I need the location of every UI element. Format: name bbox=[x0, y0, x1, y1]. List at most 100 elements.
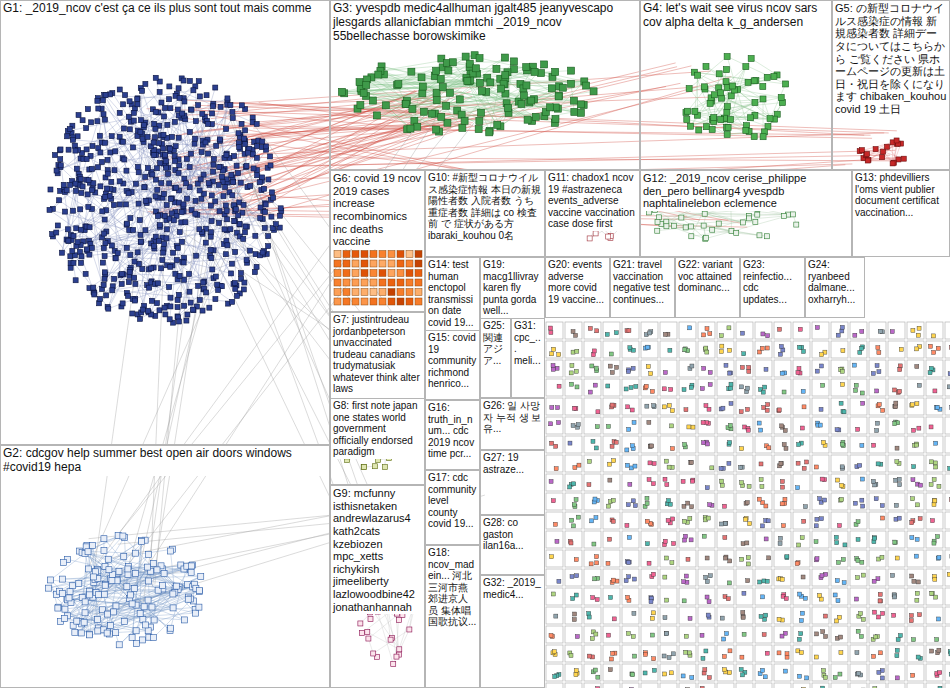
vertex bbox=[204, 290, 209, 295]
vertex bbox=[537, 70, 544, 77]
vertex bbox=[89, 120, 94, 125]
vertex bbox=[184, 156, 189, 161]
vertex bbox=[182, 99, 187, 104]
tie-line bbox=[132, 540, 141, 637]
tie-line bbox=[694, 72, 785, 84]
vertex bbox=[203, 240, 208, 245]
tie-line bbox=[67, 565, 193, 598]
vertex bbox=[140, 136, 145, 141]
tie-line bbox=[82, 574, 164, 624]
vertex bbox=[169, 134, 174, 139]
vertex bbox=[520, 92, 527, 99]
vertex bbox=[181, 617, 187, 623]
tie-line bbox=[85, 553, 129, 598]
vertex bbox=[55, 605, 61, 611]
vertex bbox=[137, 610, 143, 616]
vertex bbox=[204, 93, 209, 98]
vertex bbox=[547, 104, 554, 111]
tie-line bbox=[84, 589, 163, 622]
vertex bbox=[199, 150, 204, 155]
vertex bbox=[115, 251, 120, 256]
vertex bbox=[89, 245, 94, 250]
tie-line bbox=[358, 96, 559, 109]
vertex bbox=[87, 225, 92, 230]
vertex bbox=[122, 157, 127, 162]
vertex bbox=[79, 190, 84, 195]
vertex bbox=[568, 80, 575, 87]
vertex bbox=[62, 606, 68, 612]
tie-line bbox=[139, 140, 208, 204]
tie-line bbox=[98, 98, 129, 230]
vertex bbox=[65, 227, 70, 232]
vertex bbox=[703, 63, 709, 69]
vertex bbox=[66, 238, 71, 243]
tie-line bbox=[467, 81, 489, 131]
tie-line bbox=[228, 103, 864, 135]
vertex bbox=[198, 177, 203, 182]
vertex bbox=[175, 245, 180, 250]
vertex bbox=[138, 316, 143, 321]
vertex bbox=[216, 182, 221, 187]
vertex bbox=[254, 155, 259, 160]
vertex bbox=[719, 95, 725, 101]
vertex bbox=[251, 166, 256, 171]
vertex bbox=[125, 566, 131, 572]
tie-line bbox=[59, 200, 153, 267]
vertex bbox=[176, 319, 181, 324]
vertex bbox=[196, 588, 202, 594]
vertex bbox=[162, 241, 167, 246]
vertex bbox=[147, 285, 152, 290]
vertex bbox=[138, 130, 143, 135]
tie-line bbox=[90, 204, 145, 600]
tie-line bbox=[145, 84, 245, 232]
vertex bbox=[230, 261, 235, 266]
vertex bbox=[133, 550, 139, 556]
vertex bbox=[196, 604, 202, 610]
tie-line bbox=[110, 152, 168, 173]
vertex bbox=[168, 146, 173, 151]
tie-line bbox=[178, 179, 226, 317]
tie-line bbox=[200, 149, 250, 300]
vertex bbox=[724, 104, 730, 110]
tie-line bbox=[207, 153, 349, 342]
vertex bbox=[140, 637, 146, 643]
vertex bbox=[101, 536, 107, 542]
vertex bbox=[150, 172, 155, 177]
vertex bbox=[476, 55, 483, 62]
vertex bbox=[109, 134, 114, 139]
tie-line bbox=[58, 108, 135, 173]
vertex bbox=[141, 307, 146, 312]
vertex bbox=[263, 202, 268, 207]
tie-line bbox=[50, 210, 247, 260]
vertex bbox=[101, 282, 106, 287]
vertex bbox=[407, 125, 414, 132]
vertex bbox=[166, 171, 171, 176]
vertex bbox=[102, 231, 107, 236]
vertex bbox=[145, 166, 150, 171]
vertex bbox=[127, 269, 132, 274]
vertex bbox=[140, 616, 146, 622]
vertex bbox=[99, 159, 104, 164]
vertex bbox=[185, 312, 190, 317]
vertex bbox=[100, 98, 105, 103]
vertex bbox=[140, 267, 145, 272]
vertex bbox=[95, 616, 101, 622]
vertex bbox=[696, 127, 702, 133]
vertex bbox=[552, 68, 559, 75]
vertex bbox=[58, 147, 63, 152]
vertex bbox=[193, 211, 198, 216]
vertex bbox=[724, 54, 730, 60]
vertex bbox=[486, 129, 493, 136]
vertex bbox=[461, 117, 468, 124]
vertex bbox=[108, 150, 113, 155]
tie-line bbox=[257, 133, 884, 154]
vertex bbox=[157, 239, 162, 244]
vertex bbox=[85, 192, 90, 197]
vertex bbox=[269, 190, 274, 195]
vertex bbox=[213, 297, 218, 302]
vertex bbox=[155, 187, 160, 192]
tie-line bbox=[108, 160, 213, 270]
tie-line bbox=[361, 91, 410, 129]
vertex bbox=[217, 164, 222, 169]
vertex bbox=[555, 93, 562, 100]
